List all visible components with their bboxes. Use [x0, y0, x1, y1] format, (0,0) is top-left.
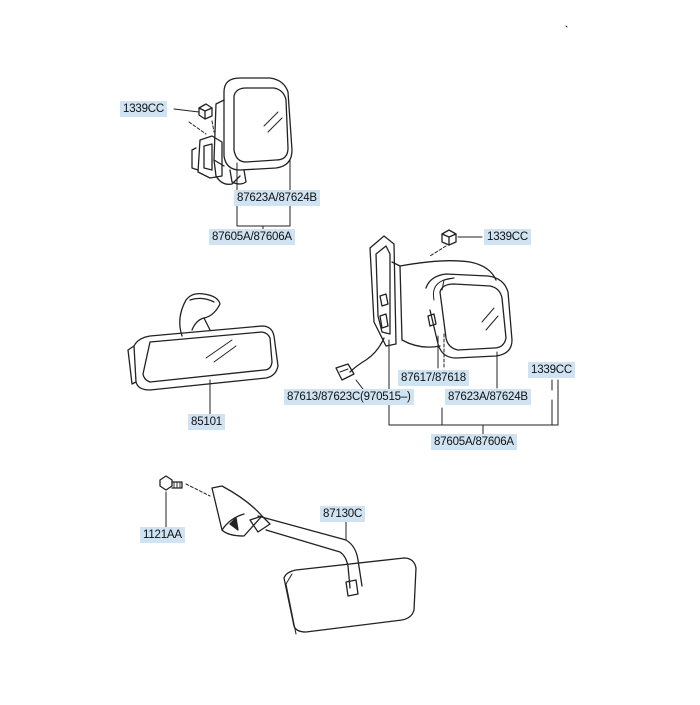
- nut-1339cc-upper: [198, 103, 213, 120]
- callout-87617-87618[interactable]: 87617/87618: [398, 370, 469, 386]
- screw-1121aa: [159, 475, 183, 491]
- leader-lines-right: [355, 236, 559, 436]
- door-mirror-left: [191, 77, 293, 185]
- inside-mirror-stalk: [211, 485, 417, 635]
- callout-1339cc-upper[interactable]: 1339CC: [120, 101, 167, 117]
- callout-1121aa[interactable]: 1121AA: [140, 527, 185, 543]
- callout-1339cc-right[interactable]: 1339CC: [484, 229, 531, 245]
- wire-connector: [335, 337, 385, 381]
- corner-mark: [565, 25, 568, 28]
- callout-87605a-87606a-upper[interactable]: 87605A/87606A: [209, 229, 295, 245]
- rear-view-mirror: [127, 292, 279, 391]
- callout-87130c[interactable]: 87130C: [320, 506, 366, 522]
- callout-87605a-87606a-right[interactable]: 87605A/87606A: [431, 434, 517, 450]
- callout-85101[interactable]: 85101: [188, 414, 225, 430]
- callout-1339cc-side[interactable]: 1339CC: [528, 362, 575, 378]
- callout-87623a-87624b-upper[interactable]: 87623A/87624B: [234, 190, 320, 206]
- nut-1339cc-right: [441, 229, 457, 246]
- callout-87623a-87624b-right[interactable]: 87623A/87624B: [445, 389, 531, 405]
- leader-lines-bottom: [165, 483, 347, 541]
- door-mirror-right: [369, 235, 513, 359]
- callout-87613-87623c[interactable]: 87613/87623C(970515–): [284, 389, 414, 405]
